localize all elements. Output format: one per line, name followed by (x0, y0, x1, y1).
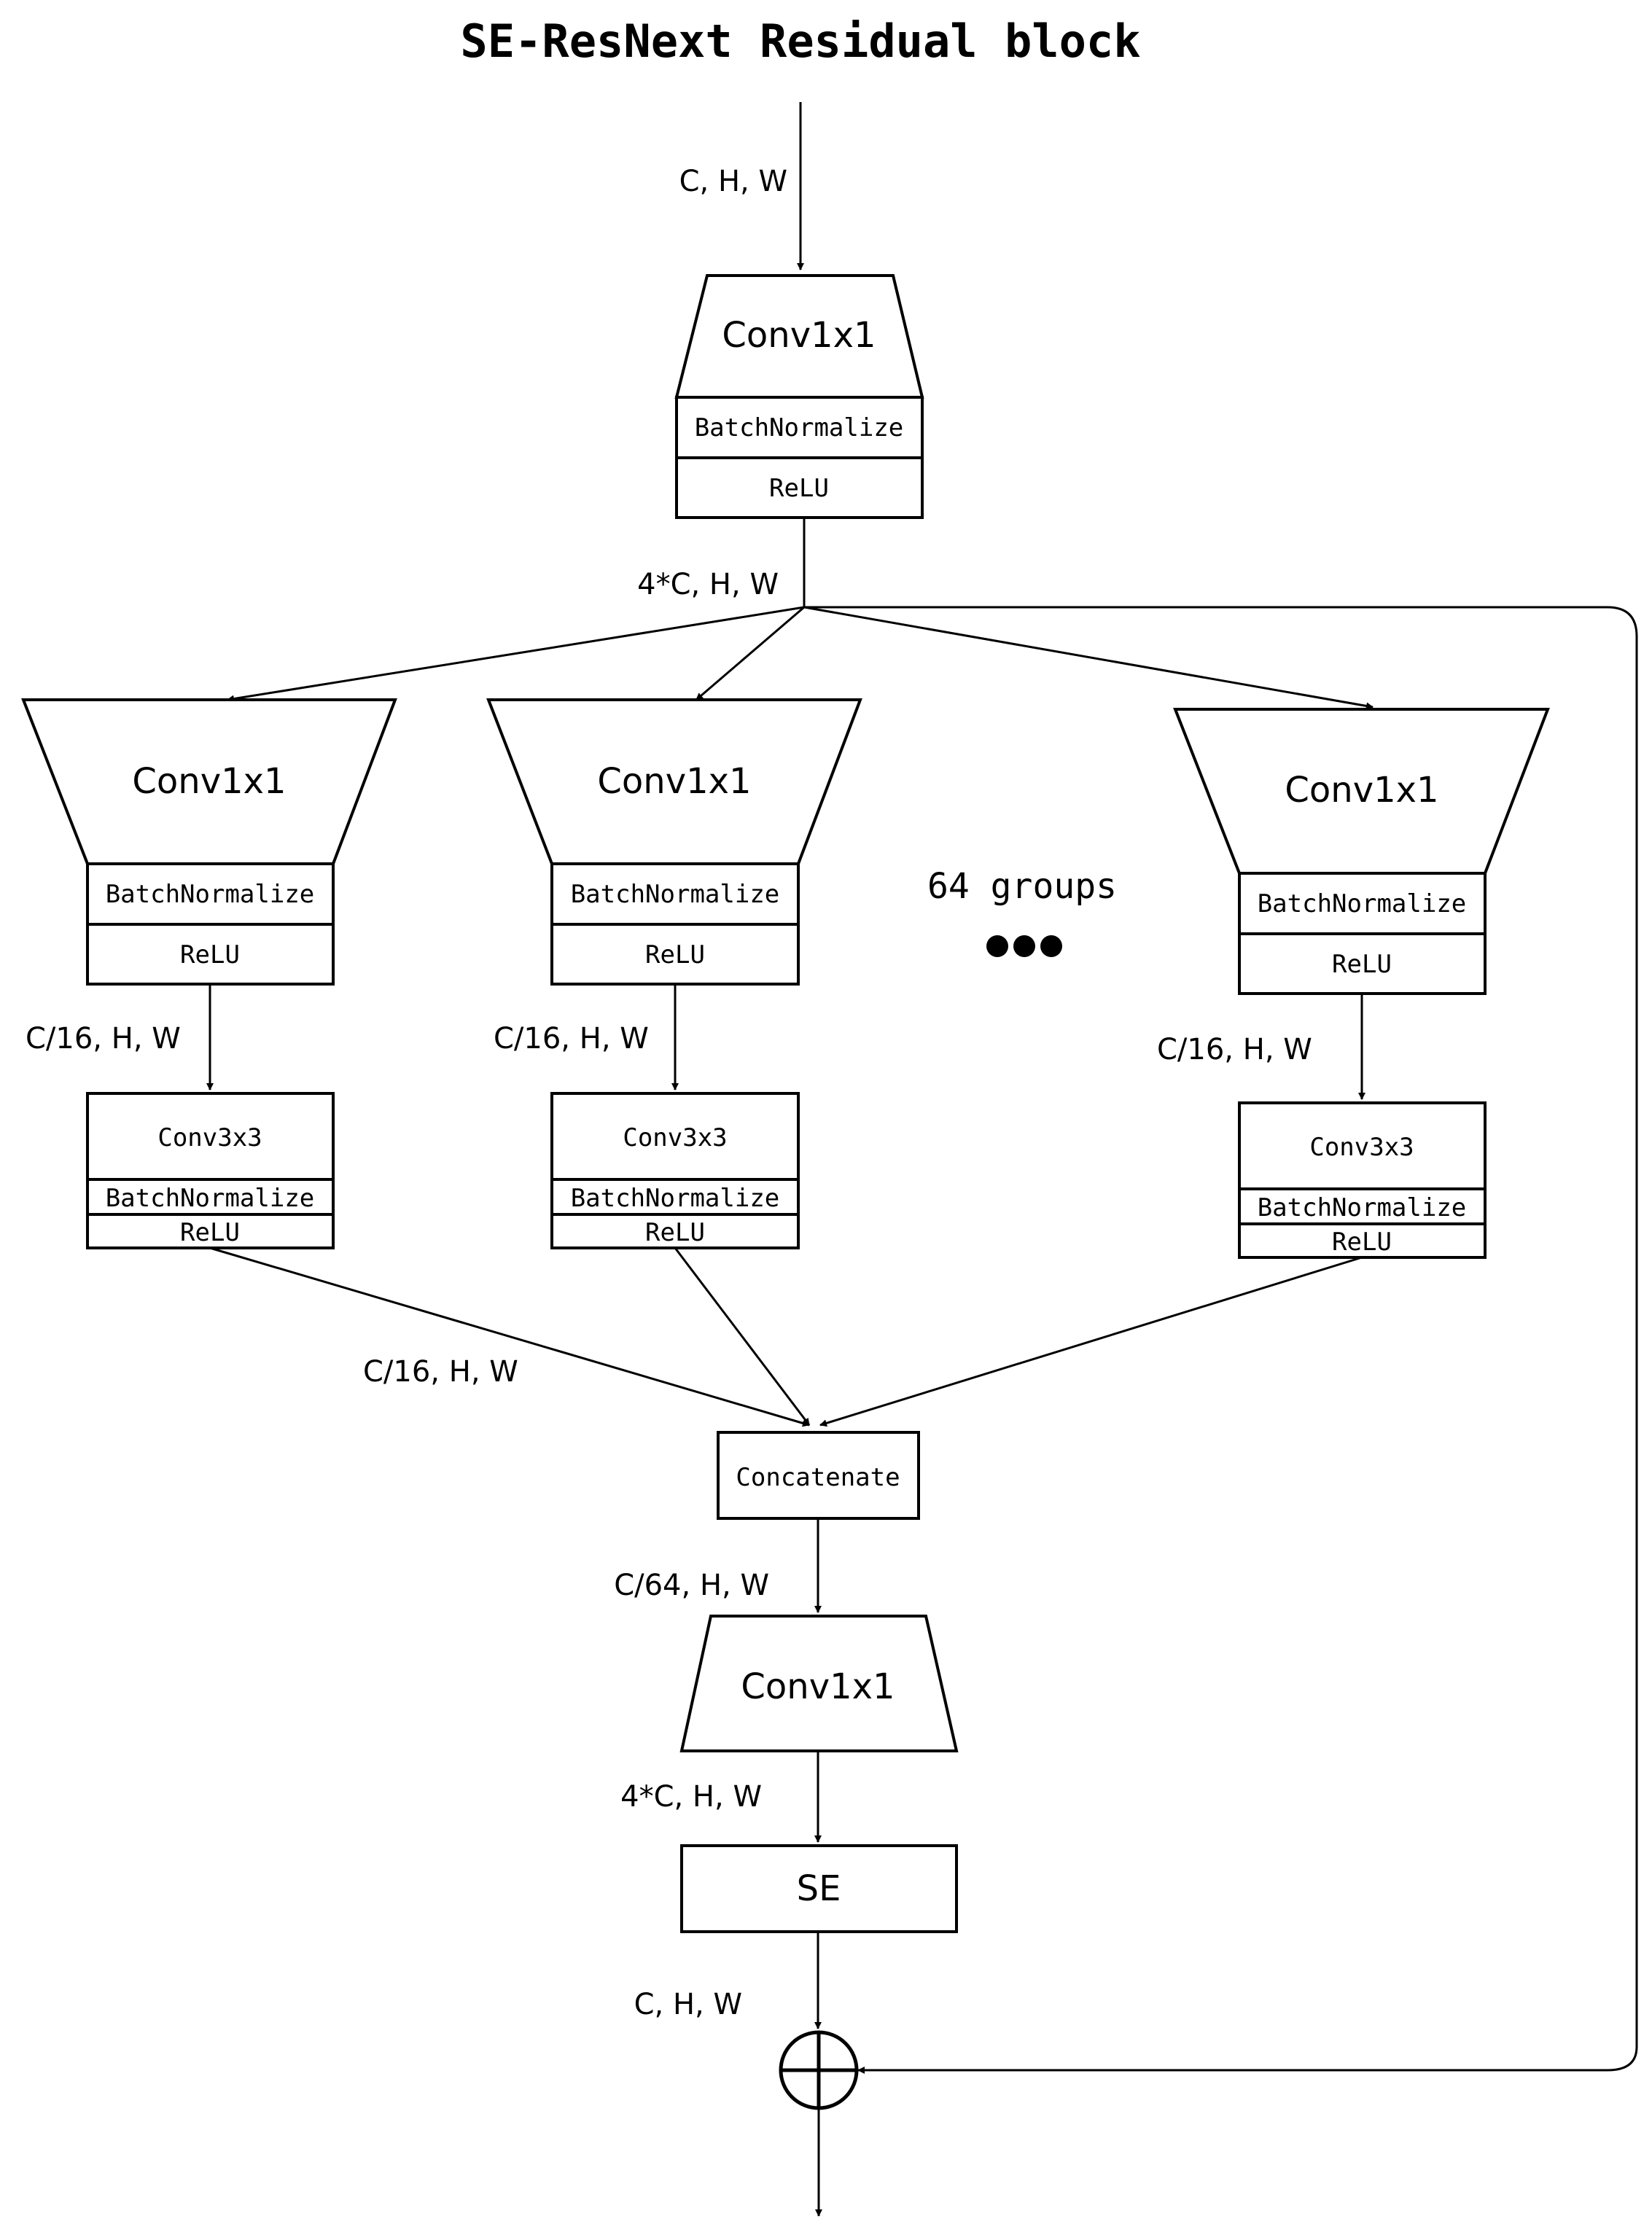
top-relu-box (675, 456, 924, 519)
top-bn-box (675, 396, 924, 459)
groups-note: 64 groups (927, 866, 1117, 907)
ellipsis-icon (986, 935, 1062, 957)
group-right-conv3x3-box (1238, 1101, 1487, 1190)
diagram-title: SE-ResNext Residual block (460, 15, 1140, 68)
group-middle-conv1x1-label: Conv1x1 (597, 761, 751, 802)
label-after-last-conv: 4*C, H, W (620, 1780, 762, 1814)
group-left-relu1-label: ReLU (180, 940, 240, 969)
group-left-conv3x3-box (86, 1092, 335, 1181)
group-middle: Conv1x1 BatchNormalize ReLU C/16, H, W C… (486, 698, 862, 1249)
group-middle-dim-label: C/16, H, W (494, 1022, 649, 1056)
label-input: C, H, W (679, 165, 787, 198)
label-after-first-block: 4*C, H, W (637, 568, 779, 601)
group-left-bn2-box (86, 1178, 335, 1216)
group-right-bn1-box (1238, 872, 1487, 935)
label-after-se: C, H, W (634, 1988, 742, 2021)
group-left-bn2-label: BatchNormalize (106, 1184, 315, 1213)
label-after-concat: C/64, H, W (614, 1569, 769, 1602)
group-right-relu2-label: ReLU (1332, 1228, 1392, 1257)
branch-arrow-right (803, 606, 1374, 710)
branch-arrow-middle (696, 606, 805, 701)
group-left-bn1-box (86, 862, 335, 926)
group-right-conv1x1-label: Conv1x1 (1285, 770, 1438, 811)
merge-arrow-left (209, 1246, 810, 1427)
group-right-bn2-box (1238, 1187, 1487, 1225)
top-relu-label: ReLU (769, 474, 829, 503)
group-middle-relu1-box (550, 923, 800, 986)
group-middle-relu2-label: ReLU (645, 1218, 705, 1247)
group-left-conv1x1-label: Conv1x1 (132, 761, 286, 802)
group-left-dim-label: C/16, H, W (26, 1022, 181, 1056)
group-middle-bn2-box (550, 1178, 800, 1216)
group-left-relu2-label: ReLU (180, 1218, 240, 1247)
group-middle-relu1-label: ReLU (645, 940, 705, 969)
group-middle-bn1-label: BatchNormalize (571, 880, 780, 909)
label-to-concat: C/16, H, W (363, 1355, 518, 1389)
group-middle-conv3x3-label: Conv3x3 (623, 1123, 727, 1152)
group-right-dim-label: C/16, H, W (1157, 1033, 1312, 1066)
concatenate-label: Concatenate (736, 1463, 900, 1492)
group-right-relu2-box (1238, 1222, 1487, 1259)
group-right-conv3x3-label: Conv3x3 (1309, 1133, 1414, 1162)
skip-connection (804, 606, 1638, 2074)
add-icon (779, 2030, 859, 2110)
group-middle-bn1-box (550, 862, 800, 926)
group-right-bn1-label: BatchNormalize (1258, 889, 1467, 918)
group-left-bn1-label: BatchNormalize (106, 880, 315, 909)
group-right: Conv1x1 BatchNormalize ReLU C/16, H, W C… (1157, 708, 1550, 1259)
group-left: Conv1x1 BatchNormalize ReLU C/16, H, W C… (21, 698, 397, 1249)
se-label: SE (797, 1868, 841, 1909)
group-right-bn2-label: BatchNormalize (1258, 1193, 1467, 1222)
group-middle-bn2-label: BatchNormalize (571, 1184, 780, 1213)
group-left-relu1-box (86, 923, 335, 986)
top-bn-label: BatchNormalize (695, 413, 904, 442)
top-conv1x1-label: Conv1x1 (722, 315, 876, 356)
final-conv1x1-shape (679, 1615, 959, 1752)
merge-arrow-right (819, 1256, 1363, 1427)
final-conv1x1-label: Conv1x1 (741, 1666, 895, 1707)
branch-arrow-left (227, 606, 805, 703)
group-right-relu1-label: ReLU (1332, 950, 1392, 979)
merge-arrow-middle (674, 1247, 811, 1426)
group-left-conv3x3-label: Conv3x3 (157, 1123, 262, 1152)
group-middle-relu2-box (550, 1213, 800, 1249)
group-left-relu2-box (86, 1213, 335, 1249)
top-block: Conv1x1 BatchNormalize ReLU (674, 274, 924, 519)
group-middle-conv3x3-box (550, 1092, 800, 1181)
